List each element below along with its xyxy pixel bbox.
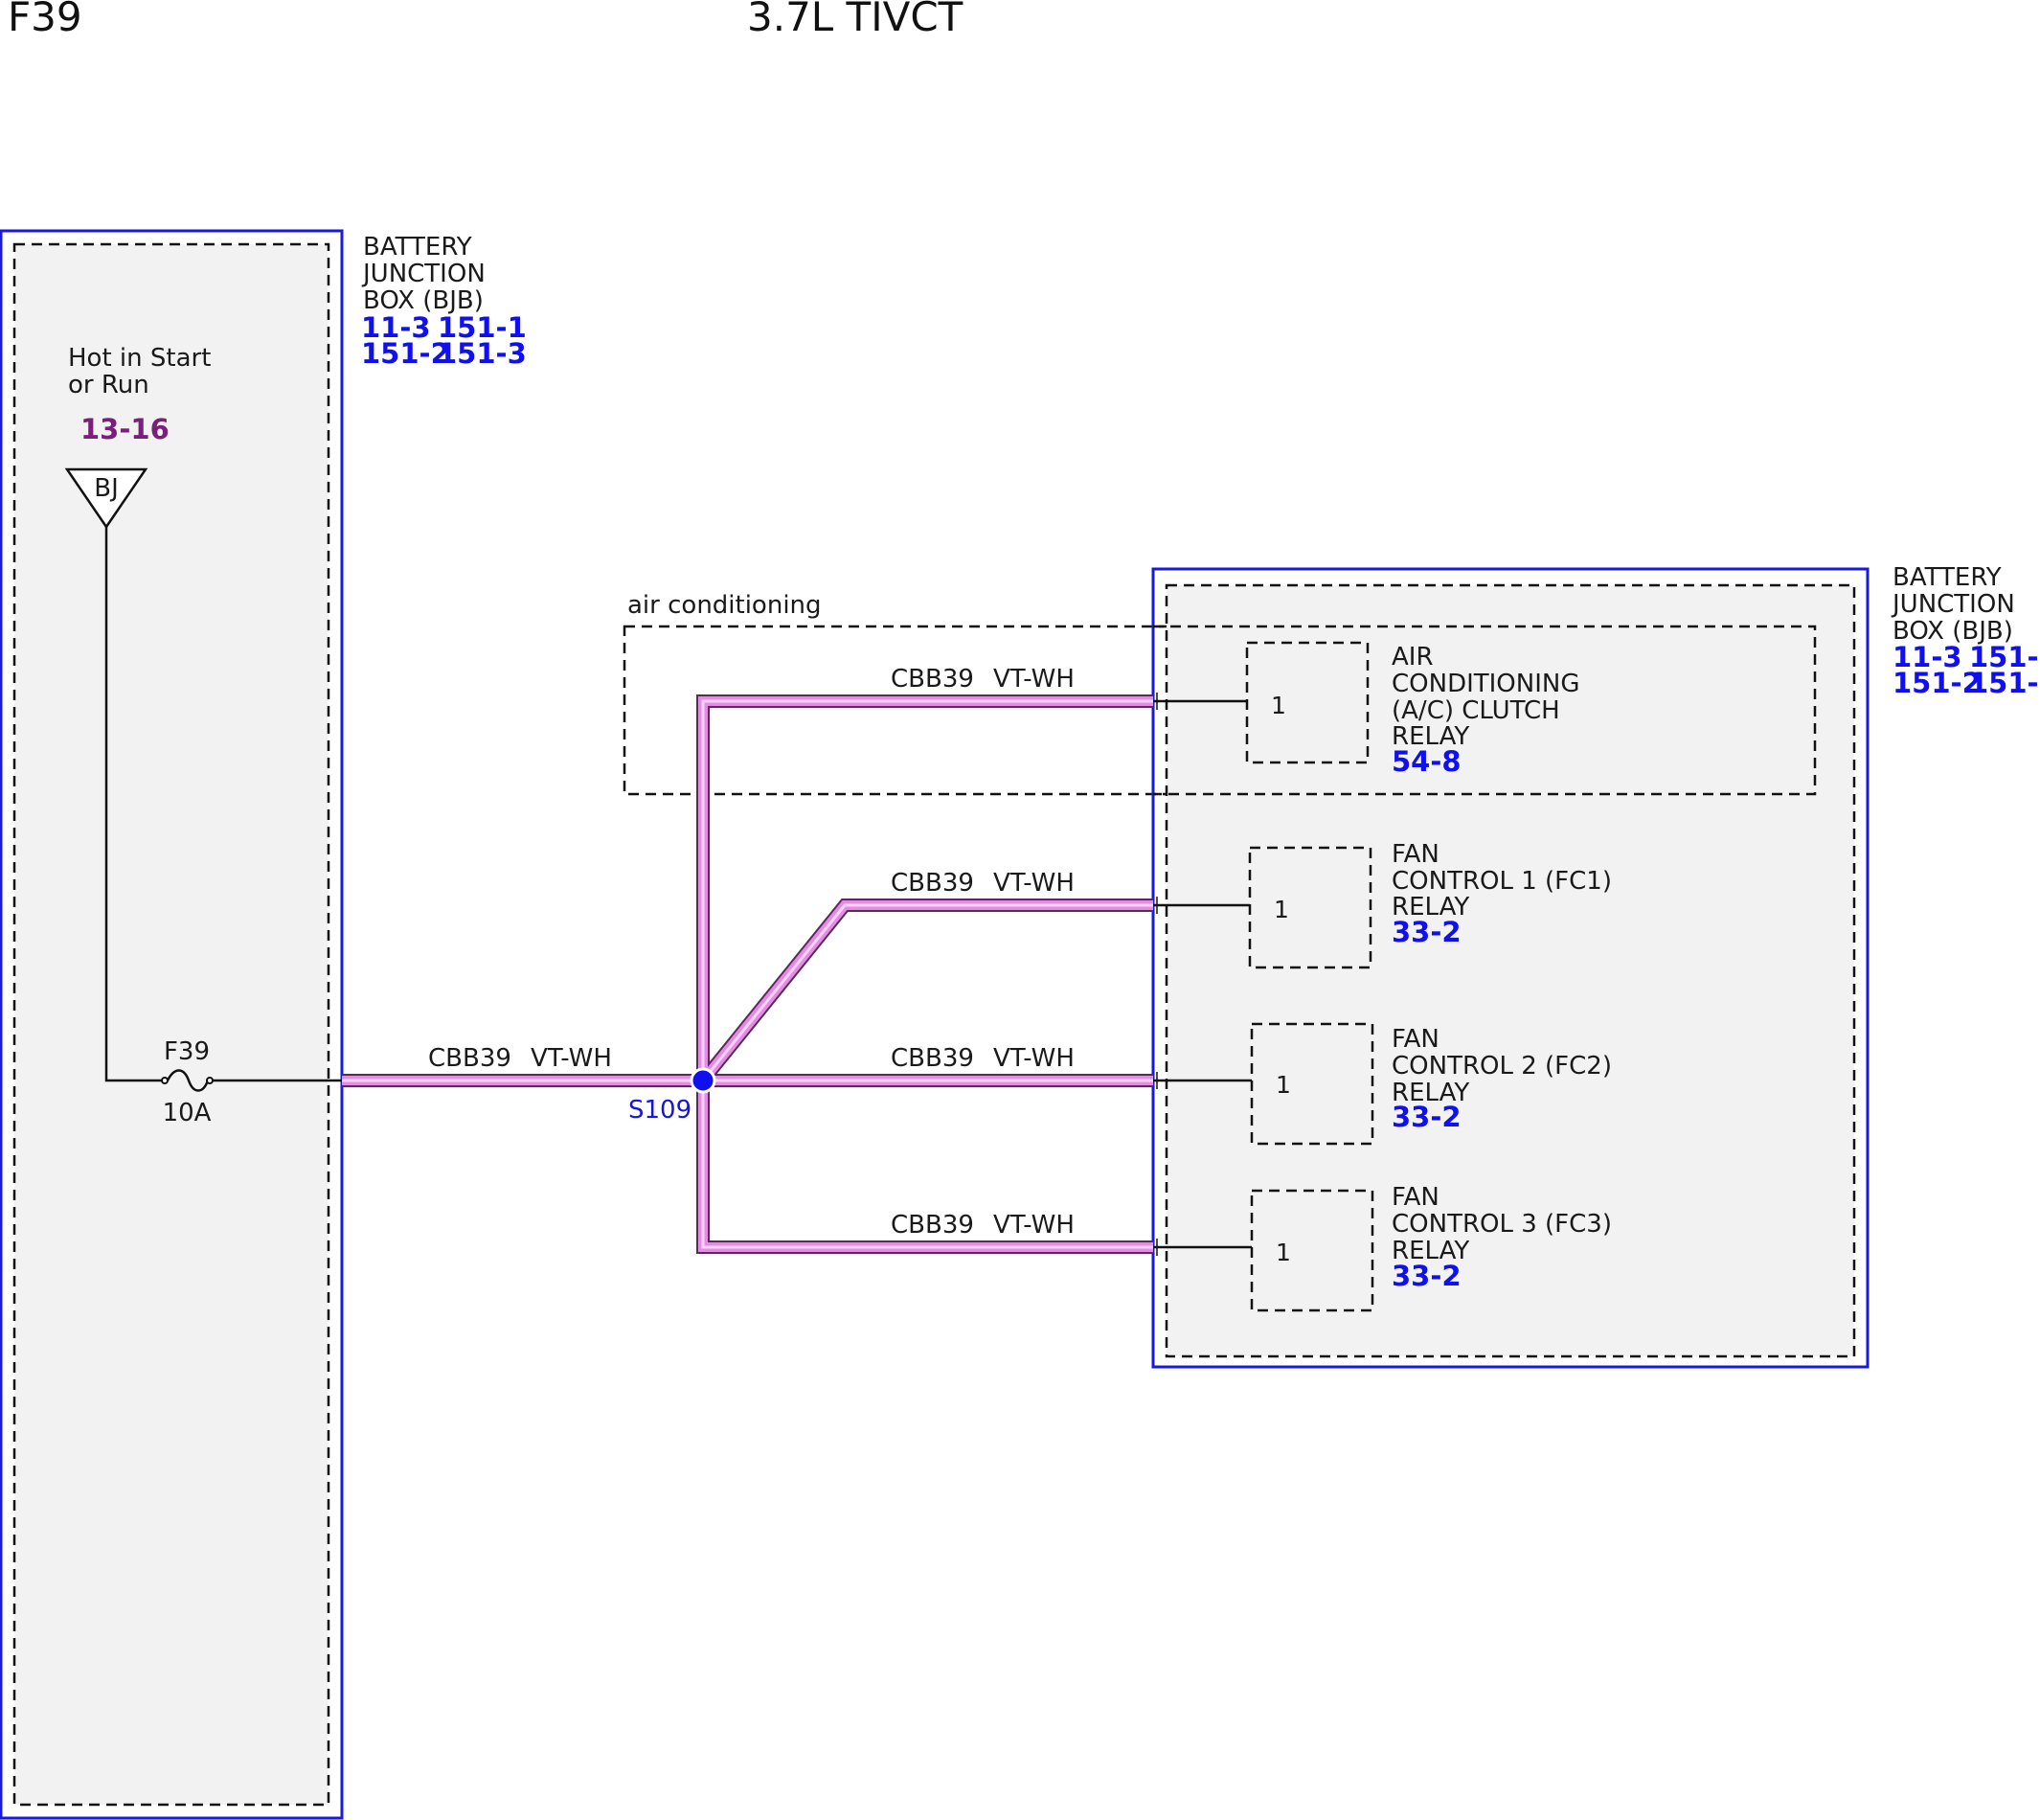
relay-fc2-name-line-2: CONTROL 2 (FC2) [1392,1052,1612,1081]
wire-fc2-circuit: CBB39 [891,1044,974,1073]
wire-to-fc1-relay-stripe [701,903,1153,1081]
relay-ac-box [1245,641,1370,764]
right-bjb-ref-151-2[interactable]: 151-2 [1893,667,1982,699]
relay-fc3-ref[interactable]: 33-2 [1392,1260,1462,1292]
relay-fc3-name-line-3: RELAY [1392,1237,1469,1265]
left-bjb-outer-box [0,229,344,1820]
fuse-icon [166,1069,210,1092]
relay-ac-ref[interactable]: 54-8 [1392,745,1462,778]
relay-fc3-pin: 1 [1276,1239,1291,1266]
relay-fc1-name-line-1: FAN [1392,840,1439,869]
left-bjb-inner-box [12,242,330,1807]
air-conditioning-option-label: air conditioning [627,591,822,620]
right-bjb-title-line-3: BOX (BJB) [1893,617,2013,646]
relay-fc1-name-line-3: RELAY [1392,893,1469,921]
right-bjb-ref-151-1[interactable]: 151-1 [1969,641,2040,673]
wire-group [342,694,1153,1254]
relay-fc1-name-line-2: CONTROL 1 (FC1) [1392,867,1612,896]
relay-ac-clutch[interactable]: 1 AIR CONDITIONING (A/C) CLUTCH RELAY 54… [1153,641,1580,778]
left-bjb-ref-151-1[interactable]: 151-1 [438,311,527,344]
relay-ac-name-line-2: CONDITIONING [1392,670,1580,698]
wire-main-color: VT-WH [531,1044,612,1073]
power-source-ref[interactable]: 13-16 [80,413,170,445]
relay-fc2-pin: 1 [1276,1071,1291,1099]
relay-fc1-box [1248,846,1372,969]
relay-fc3-name-line-2: CONTROL 3 (FC3) [1392,1210,1612,1239]
left-bjb-title-line-1: BATTERY [363,233,472,262]
bj-triangle-icon [64,467,148,530]
right-bjb-ref-11-3[interactable]: 11-3 [1893,641,1962,673]
wire-fc3-circuit: CBB39 [891,1211,974,1240]
relay-fc2-ref[interactable]: 33-2 [1392,1101,1462,1133]
relay-fc3-name-line-1: FAN [1392,1183,1439,1212]
right-bjb-title-line-2: JUNCTION [1891,590,2015,619]
relay-fc2[interactable]: 1 FAN CONTROL 2 (FC2) RELAY 33-2 [1153,1022,1612,1146]
relay-fc3[interactable]: 1 FAN CONTROL 3 (FC3) RELAY 33-2 [1153,1183,1612,1312]
wire-ac-circuit: CBB39 [891,665,974,694]
relay-ac-name-line-1: AIR [1392,643,1434,671]
right-bjb-inner-box [1165,583,1856,1358]
relay-fc2-box [1250,1022,1374,1146]
feed-wire [104,527,163,1082]
fuse-terminal-left [161,1077,169,1084]
left-bjb-title-line-3: BOX (BJB) [363,286,484,315]
wire-fc1-color: VT-WH [993,869,1075,898]
wire-main-circuit: CBB39 [428,1044,511,1073]
wire-fc1-circuit: CBB39 [891,869,974,898]
relay-ac-name-line-3: (A/C) CLUTCH [1392,696,1560,725]
right-bjb-title-line-1: BATTERY [1893,563,2002,592]
left-bjb-ref-151-3[interactable]: 151-3 [438,337,527,370]
relay-fc2-name-line-3: RELAY [1392,1079,1469,1107]
power-source-label-line-1: Hot in Start [68,344,211,373]
relay-fc1-pin: 1 [1274,896,1289,923]
bj-symbol-label: BJ [94,474,119,503]
relay-ac-pin: 1 [1271,692,1286,719]
power-source-label-line-2: or Run [68,371,149,399]
left-bjb-ref-151-2[interactable]: 151-2 [361,337,450,370]
relay-fc2-name-line-1: FAN [1392,1025,1439,1054]
wire-fc3-color: VT-WH [993,1211,1075,1240]
left-bjb-title-line-2: JUNCTION [361,260,486,288]
wire-ac-color: VT-WH [993,665,1075,694]
left-bjb-ref-11-3[interactable]: 11-3 [361,311,431,344]
right-bjb-ref-151-3[interactable]: 151-3 [1969,667,2040,699]
wire-to-fc3-relay-stripe [701,1081,1153,1249]
splice-s109-dot[interactable] [690,1067,716,1094]
fuse-rating: 10A [163,1099,212,1127]
engine-heading: 3.7L TIVCT [747,0,963,40]
relay-ac-name-line-4: RELAY [1392,722,1469,751]
relay-fc1-ref[interactable]: 33-2 [1392,916,1462,948]
wire-fc2-color: VT-WH [993,1044,1075,1073]
relay-fc1[interactable]: 1 FAN CONTROL 1 (FC1) RELAY 33-2 [1153,840,1612,969]
fuse-terminal-right [206,1077,214,1084]
fuse-name: F39 [164,1037,210,1066]
fuse-id-heading: F39 [8,0,82,40]
splice-name: S109 [628,1096,691,1125]
relay-fc3-box [1250,1189,1374,1312]
wire-to-ac-clutch-relay-stripe [701,699,1153,1081]
right-bjb-outer-box [1151,567,1870,1369]
air-conditioning-option-box-overlay [1153,625,1817,796]
